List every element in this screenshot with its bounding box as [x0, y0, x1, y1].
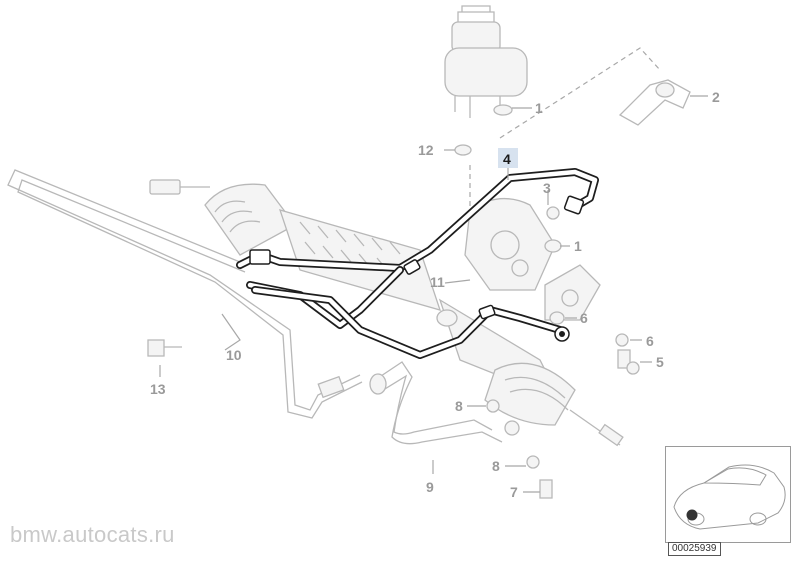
location-marker — [686, 509, 698, 521]
part-number-5: 5 — [656, 354, 664, 370]
highlight-badge — [498, 148, 518, 168]
power-steering-pump — [464, 197, 601, 321]
part-number-10: 10 — [226, 347, 242, 363]
part-number-2: 2 — [712, 89, 720, 105]
part-number-6a: 6 — [580, 310, 588, 326]
part-number-1b: 1 — [574, 238, 582, 254]
part-number-8b: 8 — [492, 458, 500, 474]
fluid-reservoir — [444, 5, 528, 118]
reference-code: 00025939 — [668, 542, 721, 556]
suction-hose-9 — [369, 361, 503, 445]
part-number-3: 3 — [543, 180, 551, 196]
part-number-13: 13 — [150, 381, 166, 397]
part-number-11: 11 — [430, 274, 445, 290]
part-number-1a: 1 — [535, 100, 543, 116]
small-fittings — [147, 104, 640, 499]
cooling-loop-10 — [7, 169, 363, 419]
part-number-4[interactable]: 4 — [503, 151, 511, 167]
part-number-12: 12 — [418, 142, 434, 158]
pressure-hose-4 — [236, 168, 599, 359]
vehicle-location-inset — [665, 446, 791, 543]
car-outline — [673, 464, 786, 530]
return-hose-2 — [618, 79, 691, 126]
part-number-7: 7 — [510, 484, 518, 500]
part-number-6b: 6 — [646, 333, 654, 349]
part-number-8a: 8 — [455, 398, 463, 414]
watermark: bmw.autocats.ru — [10, 522, 175, 547]
part-number-9: 9 — [426, 479, 434, 495]
